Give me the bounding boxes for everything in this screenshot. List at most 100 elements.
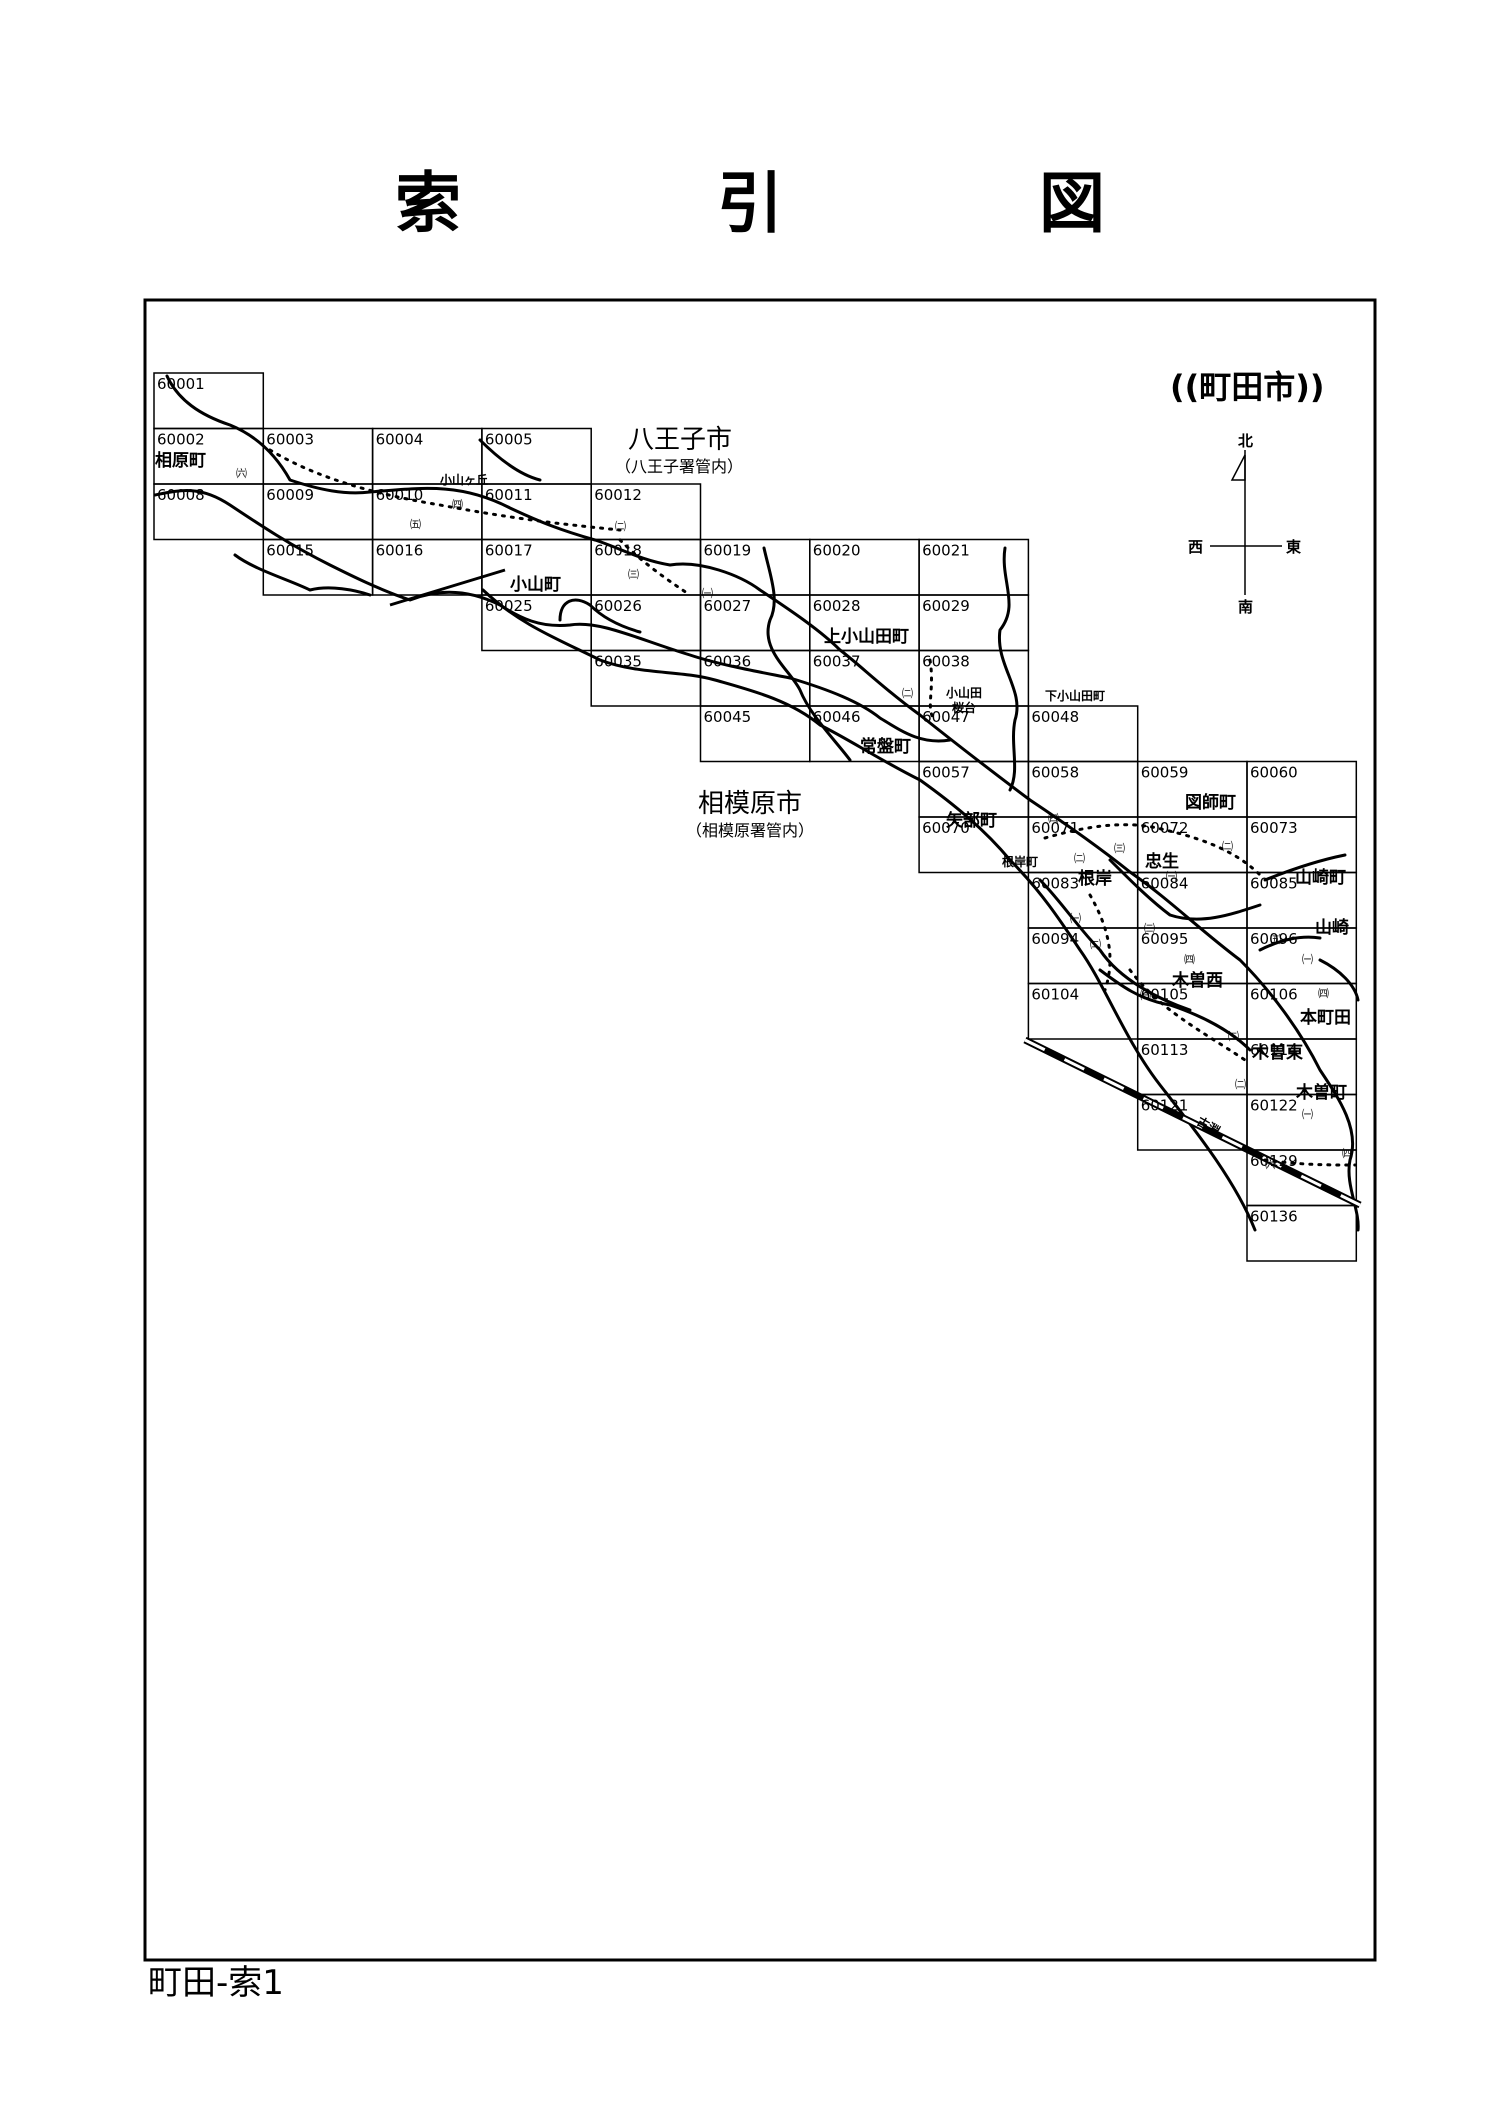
sheet-number-label: 60122 — [1250, 1097, 1298, 1115]
sheet-number-label: 60045 — [704, 708, 752, 726]
sheet-number-label: 60136 — [1250, 1208, 1298, 1226]
sheet-number-label: 60095 — [1141, 930, 1189, 948]
sheet-number-label: 60129 — [1250, 1152, 1298, 1170]
beat-mark: ㈡ — [902, 687, 913, 700]
map-frame — [143, 298, 1377, 1962]
sheet-number-label: 60038 — [922, 653, 970, 671]
beat-mark: ㈢ — [628, 568, 639, 581]
sheet-number-label: 60046 — [813, 708, 861, 726]
city-sagamihara-sub: （相模原署管内） — [686, 821, 814, 840]
sheet-number-label: 60020 — [813, 542, 861, 560]
beat-mark: ㈠ — [1140, 989, 1151, 1002]
beat-mark: ㈠ — [702, 587, 713, 600]
sheet-number-label: 60121 — [1141, 1097, 1189, 1115]
town-label: 根岸 — [1078, 868, 1112, 889]
town-label: 木曽西 — [1171, 970, 1223, 991]
beat-mark: ㈣ — [1184, 953, 1195, 966]
sheet-number-label: 60029 — [922, 597, 970, 615]
town-label: 下小山田町 — [1045, 688, 1105, 703]
sheet-number-label: 60019 — [704, 542, 752, 560]
sheet-number-label: 60008 — [157, 486, 205, 504]
beat-mark: ㈢ — [1144, 922, 1155, 935]
sheet-number-label: 60002 — [157, 431, 205, 449]
town-label: 小山ヶ丘 — [440, 472, 488, 487]
sheet-number-label: 60070 — [922, 819, 970, 837]
sheet-number-label: 60106 — [1250, 986, 1298, 1004]
beat-mark: ㈠ — [1302, 953, 1313, 966]
sheet-number-label: 60048 — [1031, 708, 1079, 726]
sheet-number-label: 60094 — [1031, 930, 1079, 948]
town-label: 山崎 — [1315, 917, 1349, 938]
beat-mark: ㈡ — [1235, 1078, 1246, 1091]
sheet-number-label: 60037 — [813, 653, 861, 671]
beat-mark: ㈡ — [615, 520, 626, 533]
page-footer: 町田-索1 — [148, 1963, 284, 2003]
sheet-number-label: 60059 — [1141, 764, 1189, 782]
beat-mark: ㈤ — [410, 518, 421, 531]
town-label: 小山町 — [510, 575, 561, 595]
compass-rose — [1210, 450, 1282, 595]
beat-mark: ㈣ — [1048, 812, 1059, 825]
beat-marks: ㈥ ㈤ ㈣ ㈡ ㈢ ㈠ ㈡ ㈣ ㈢ ㈡ ㈡ ㈠ ㈠ ㈢ ㈡ ㈤ ㈣ ㈠ ㈠ ㈣ … — [236, 467, 1353, 1171]
sheet-number-label: 60018 — [594, 542, 642, 560]
town-label: 矢部町 — [946, 810, 997, 831]
beat-mark: ㈤ — [1270, 933, 1281, 946]
beat-mark: ㈡ — [1090, 938, 1101, 951]
sheet-number-label: 60096 — [1250, 930, 1298, 948]
sheet-number-label: 60105 — [1141, 986, 1189, 1004]
beat-mark: ㈠ — [1166, 870, 1177, 883]
sheet-number-label: 60010 — [376, 486, 424, 504]
railway-line — [389, 568, 1362, 1209]
compass-south-label: 南 — [1238, 598, 1253, 616]
sheet-number-label: 60015 — [266, 542, 314, 560]
sheet-number-label: 60004 — [376, 431, 424, 449]
sheet-number-label: 60012 — [594, 486, 642, 504]
beat-mark: ㈠ — [1070, 912, 1081, 925]
beat-mark: ㈠ — [1302, 1108, 1313, 1121]
sheet-number-label: 60017 — [485, 542, 533, 560]
sheet-number-label: 60028 — [813, 597, 861, 615]
sheet-number-label: 60057 — [922, 764, 970, 782]
beat-mark: ㈣ — [1318, 987, 1329, 1000]
page-title: 索 引 図 — [395, 165, 1200, 242]
town-label: 山崎町 — [1295, 867, 1346, 888]
sheet-number-label: 60009 — [266, 486, 314, 504]
beat-mark: ㈣ — [1342, 1147, 1353, 1160]
sheet-grid — [153, 372, 1358, 1262]
city-sagamihara: 相模原市 — [698, 789, 802, 819]
city-hachioji-sub: （八王子署管内） — [615, 457, 743, 476]
beat-mark: ㈡ — [1222, 840, 1233, 853]
sheet-number-label: 60114 — [1250, 1041, 1298, 1059]
beat-boundaries — [268, 448, 1357, 1167]
sheet-number-label: 60071 — [1031, 819, 1079, 837]
sheet-number-label: 60104 — [1031, 986, 1079, 1004]
beat-mark: ㈣ — [452, 498, 463, 511]
compass-north-label: 北 — [1238, 432, 1253, 450]
town-labels: 相原町 小山ヶ丘 小山町 上小山田町 小山田 桜台 下小山田町 常盤町 矢部町 … — [155, 450, 1351, 1138]
sheet-number-label: 60001 — [157, 375, 205, 393]
sheet-number-label: 60026 — [594, 597, 642, 615]
town-label: 桜台 — [952, 700, 976, 715]
sheet-number-label: 60058 — [1031, 764, 1079, 782]
town-label: 木曽東 — [1251, 1042, 1303, 1063]
town-label: 本町田 — [1300, 1007, 1351, 1028]
beat-mark: ㈡ — [1074, 852, 1085, 865]
city-hachioji: 八王子市 — [628, 425, 732, 455]
town-label: 常盤町 — [860, 736, 911, 757]
sheet-number-label: 60003 — [266, 431, 314, 449]
sheet-number-label: 60085 — [1250, 875, 1298, 893]
town-label: 木曽町 — [1295, 1082, 1347, 1103]
town-label: 相原町 — [155, 450, 206, 471]
boundary-lines — [153, 374, 1360, 1232]
compass-east-label: 東 — [1286, 538, 1301, 556]
sheet-number-label: 60047 — [922, 708, 970, 726]
sheet-number-label: 60005 — [485, 431, 533, 449]
map-sheet-cell[interactable] — [1246, 1204, 1358, 1262]
sheet-number-label: 60011 — [485, 486, 533, 504]
town-label: 上小山田町 — [824, 627, 909, 647]
town-label: 小山田 — [946, 685, 982, 700]
region-label: ((町田市)) — [1170, 368, 1325, 406]
sheet-number-label: 60035 — [594, 653, 642, 671]
sheet-number-label: 60113 — [1141, 1041, 1189, 1059]
